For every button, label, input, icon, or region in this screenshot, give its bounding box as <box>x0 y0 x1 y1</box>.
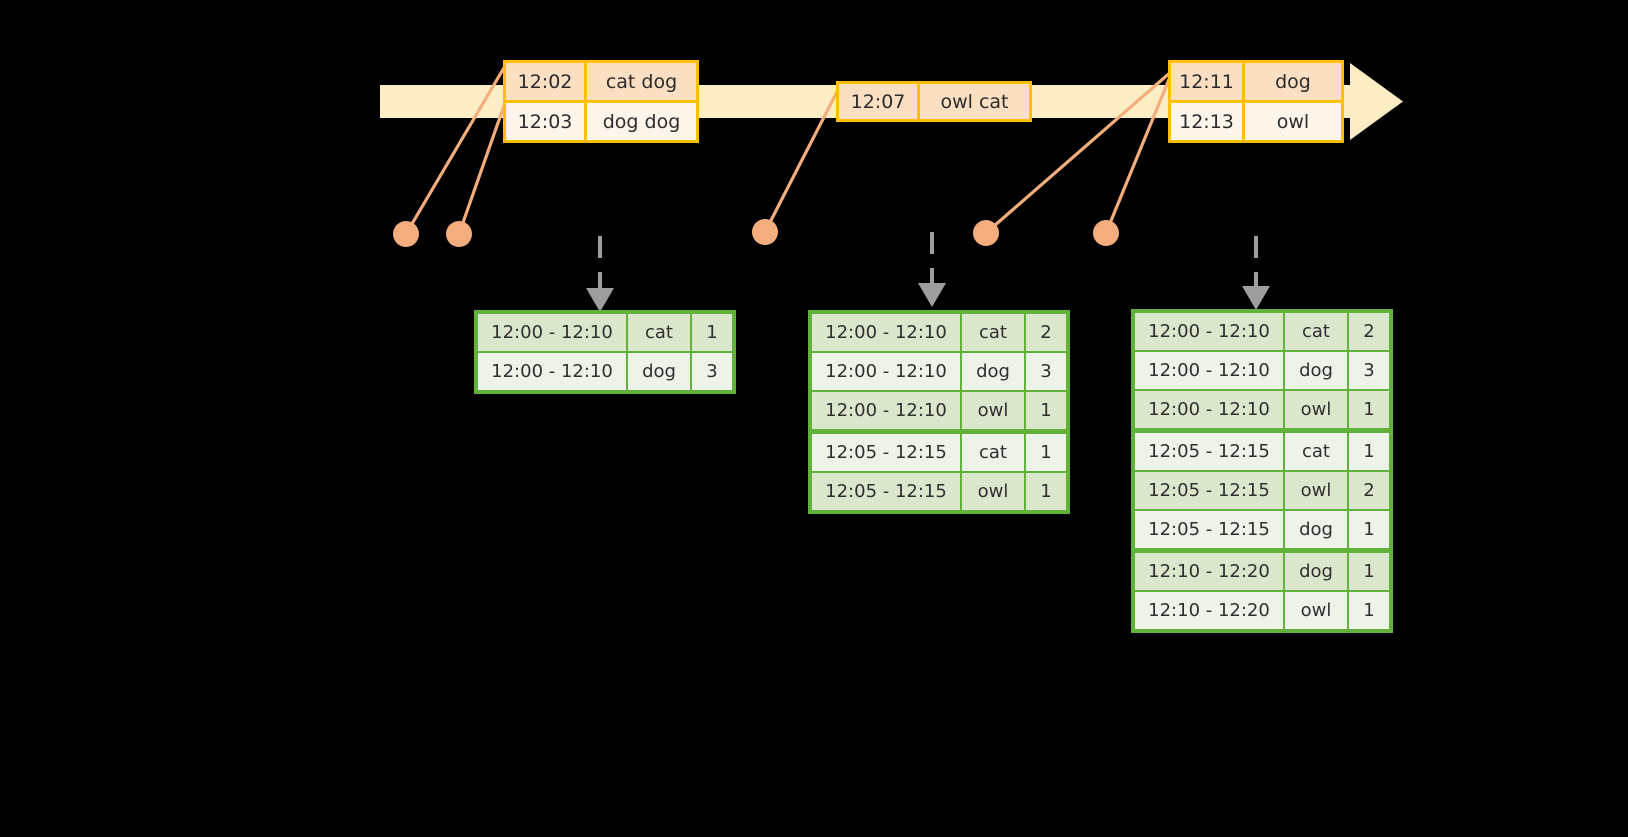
cell-window: 12:05 - 12:15 <box>812 434 960 471</box>
cell-count: 2 <box>1349 313 1389 350</box>
dashed-arrow-head-1 <box>586 288 614 312</box>
cell-count: 1 <box>1026 434 1066 471</box>
cell-window: 12:00 - 12:10 <box>812 314 960 351</box>
event-marker-4 <box>973 220 999 246</box>
dashed-arrows <box>598 232 1258 288</box>
cell-count: 3 <box>1349 352 1389 389</box>
connector-line-3 <box>763 85 842 233</box>
cell-key: dog <box>1285 511 1347 548</box>
cell-key: owl <box>962 473 1024 510</box>
event-row[interactable]: 12:07 owl cat <box>839 84 1029 119</box>
event-row[interactable]: 12:11 dog <box>1171 63 1341 100</box>
cell-count: 1 <box>1349 433 1389 470</box>
event-time: 12:11 <box>1171 63 1245 100</box>
cell-key: dog <box>1285 553 1347 590</box>
event-box-1[interactable]: 12:02 cat dog 12:03 dog dog <box>503 60 699 143</box>
event-time: 12:07 <box>839 84 920 119</box>
cell-key: cat <box>1285 433 1347 470</box>
cell-count: 1 <box>1026 473 1066 510</box>
cell-key: dog <box>962 353 1024 390</box>
cell-key: owl <box>1285 592 1347 629</box>
event-markers <box>393 219 1119 247</box>
cell-window: 12:00 - 12:10 <box>1135 391 1283 428</box>
cell-window: 12:05 - 12:15 <box>1135 511 1283 548</box>
event-marker-5 <box>1093 220 1119 246</box>
cell-key: cat <box>962 434 1024 471</box>
dashed-arrow-head-2 <box>918 283 946 307</box>
event-text: owl cat <box>920 84 1029 119</box>
event-text: owl <box>1245 103 1341 140</box>
connector-line-5 <box>1104 71 1174 234</box>
cell-window: 12:00 - 12:10 <box>478 314 626 351</box>
cell-count: 1 <box>1349 592 1389 629</box>
cell-key: owl <box>1285 472 1347 509</box>
event-marker-1 <box>393 221 419 247</box>
cell-window: 12:00 - 12:10 <box>812 353 960 390</box>
cell-count: 1 <box>1026 392 1066 429</box>
cell-window: 12:10 - 12:20 <box>1135 553 1283 590</box>
connector-line-2 <box>457 102 507 235</box>
cell-key: owl <box>1285 391 1347 428</box>
event-text: dog dog <box>587 103 696 140</box>
cell-count: 1 <box>1349 391 1389 428</box>
cell-window: 12:05 - 12:15 <box>1135 433 1283 470</box>
cell-window: 12:00 - 12:10 <box>1135 313 1283 350</box>
cell-count: 2 <box>1349 472 1389 509</box>
cell-count: 3 <box>692 353 732 390</box>
event-time: 12:03 <box>506 103 587 140</box>
event-marker-2 <box>446 221 472 247</box>
cell-window: 12:10 - 12:20 <box>1135 592 1283 629</box>
event-marker-3 <box>752 219 778 245</box>
cell-window: 12:00 - 12:10 <box>478 353 626 390</box>
event-row[interactable]: 12:13 owl <box>1171 100 1341 140</box>
cell-count: 1 <box>1349 511 1389 548</box>
cell-count: 1 <box>692 314 732 351</box>
cell-window: 12:00 - 12:10 <box>812 392 960 429</box>
event-row[interactable]: 12:02 cat dog <box>506 63 696 100</box>
event-row[interactable]: 12:03 dog dog <box>506 100 696 140</box>
cell-key: cat <box>628 314 690 351</box>
event-text: dog <box>1245 63 1341 100</box>
cell-key: dog <box>628 353 690 390</box>
cell-key: cat <box>1285 313 1347 350</box>
connector-line-1 <box>404 65 507 235</box>
dashed-arrow-heads <box>586 283 1270 312</box>
event-box-2[interactable]: 12:07 owl cat <box>836 81 1032 122</box>
cell-key: dog <box>1285 352 1347 389</box>
dashed-arrow-head-3 <box>1242 286 1270 310</box>
cell-window: 12:05 - 12:15 <box>1135 472 1283 509</box>
cell-key: cat <box>962 314 1024 351</box>
cell-key: owl <box>962 392 1024 429</box>
event-time: 12:02 <box>506 63 587 100</box>
cell-count: 1 <box>1349 553 1389 590</box>
event-text: cat dog <box>587 63 696 100</box>
cell-count: 3 <box>1026 353 1066 390</box>
cell-count: 2 <box>1026 314 1066 351</box>
cell-window: 12:00 - 12:10 <box>1135 352 1283 389</box>
event-box-3[interactable]: 12:11 dog 12:13 owl <box>1168 60 1344 143</box>
event-time: 12:13 <box>1171 103 1245 140</box>
cell-window: 12:05 - 12:15 <box>812 473 960 510</box>
